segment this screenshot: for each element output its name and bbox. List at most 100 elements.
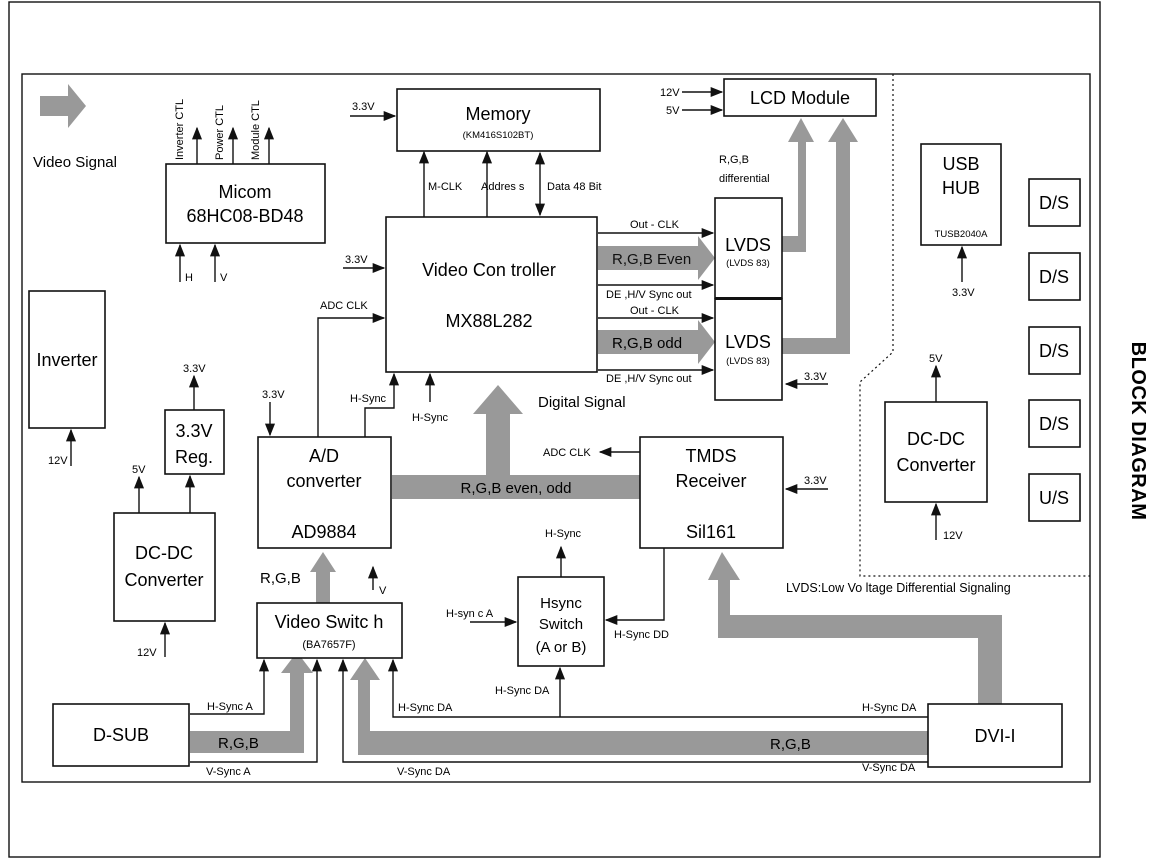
usb-supply: 3.3V <box>952 287 975 299</box>
micom-in-h: H <box>185 272 193 284</box>
lvds-top-part: (LVDS 83) <box>726 258 770 269</box>
rgb-differential-line2: differential <box>719 173 770 185</box>
memory-part: (KM416S102BT) <box>463 130 534 141</box>
lvds-bottom-bus: R,G,B odd <box>612 335 682 352</box>
video-switch-rgb: R,G,B <box>260 570 301 587</box>
rgb-even-odd-bus <box>392 475 640 499</box>
ad-line3: AD9884 <box>291 522 356 542</box>
dcdc-right-box <box>884 401 988 503</box>
hsync-switch-box <box>517 576 605 667</box>
hsync-switch-line1: Hsync <box>540 595 582 612</box>
dcdc-left-box <box>113 512 216 622</box>
lvds-top-label: LVDS <box>725 235 771 255</box>
dsub-v-sync-a: V-Sync A <box>206 766 251 778</box>
vc-h-sync-1: H-Sync <box>350 393 387 405</box>
usb-hub-line2: HUB <box>942 178 980 198</box>
lvds-bottom-box <box>714 298 783 401</box>
tmds-line2: Receiver <box>675 471 746 491</box>
v-sync-da-left: V-Sync DA <box>397 766 451 778</box>
port-label-5: U/S <box>1039 488 1069 508</box>
port-box-3 <box>1028 326 1081 375</box>
micom-out-module-ctl: Module CTL <box>250 100 262 160</box>
video-switch-box <box>256 602 403 659</box>
usb-hub-part: TUSB2040A <box>935 229 988 240</box>
ad-converter-box <box>257 436 392 549</box>
inverter-label: Inverter <box>36 350 97 370</box>
ad-line2: converter <box>286 471 361 491</box>
lvds-bottom-de: DE ,H/V Sync out <box>606 373 692 385</box>
dvi-rgb-bus <box>350 658 928 755</box>
dsub-label: D-SUB <box>93 725 149 745</box>
lvds-bottom-part: (LVDS 83) <box>726 356 770 367</box>
dsub-box <box>52 703 190 767</box>
micom-out-power-ctl: Power CTL <box>214 105 226 160</box>
rgb-even-odd-label: R,G,B even, odd <box>461 480 572 497</box>
dcdc-right-line2: Converter <box>896 455 975 475</box>
micom-part: 68HC08-BD48 <box>186 206 303 226</box>
memory-supply: 3.3V <box>352 101 375 113</box>
micom-in-v: V <box>220 272 228 284</box>
lvds-top-de: DE ,H/V Sync out <box>606 289 692 301</box>
diagram-frame <box>21 73 1091 783</box>
hsync-switch-line3: (A or B) <box>536 639 587 656</box>
dsub-rgb-bus <box>190 652 313 753</box>
digital-signal-label: Digital Signal <box>538 394 626 411</box>
port-label-1: D/S <box>1039 193 1069 213</box>
dvi-to-tmds-bus <box>708 552 1002 704</box>
dcdc-left-out: 5V <box>132 464 146 476</box>
dvi-box <box>927 703 1063 768</box>
dcdc-right-out: 5V <box>929 353 943 365</box>
rgb-differential-line1: R,G,B <box>719 154 749 166</box>
port-label-3: D/S <box>1039 341 1069 361</box>
vc-supply: 3.3V <box>345 254 368 266</box>
regulator-line2: Reg. <box>175 447 213 467</box>
lvds-bottom-label: LVDS <box>725 332 771 352</box>
video-switch-v: V <box>379 585 387 597</box>
legend-video-signal: Video Signal <box>33 154 117 171</box>
port-label-4: D/S <box>1039 414 1069 434</box>
rgb-odd-bus <box>598 320 715 364</box>
micom-box <box>165 163 326 244</box>
video-controller-box <box>385 216 598 373</box>
dcdc-left-line2: Converter <box>124 570 203 590</box>
tmds-adc-clk: ADC CLK <box>543 447 591 459</box>
video-controller-part: MX88L282 <box>445 311 532 331</box>
video-switch-label: Video Switc h <box>275 612 384 632</box>
regulator-out: 3.3V <box>183 363 206 375</box>
hsync-switch-h-sync-out: H-Sync <box>545 528 582 540</box>
inverter-box <box>28 290 106 429</box>
port-label-2: D/S <box>1039 267 1069 287</box>
port-box-4 <box>1028 399 1081 448</box>
port-box-5 <box>1028 473 1081 522</box>
h-sync-da-left: H-Sync DA <box>398 702 453 714</box>
dvi-rgb: R,G,B <box>770 736 811 753</box>
tmds-line3: Sil161 <box>686 522 736 542</box>
video-controller-label: Video Con troller <box>422 260 556 280</box>
rgb-even-bus <box>598 236 715 280</box>
memory-label: Memory <box>465 104 530 124</box>
dcdc-left-line1: DC-DC <box>135 543 193 563</box>
dvi-v-sync-da: V-Sync DA <box>862 762 916 774</box>
dcdc-right-in: 12V <box>943 530 963 542</box>
lvds-top-bus: R,G,B Even <box>612 251 691 268</box>
video-switch-part: (BA7657F) <box>302 639 355 651</box>
vc-h-sync-2: H-Sync <box>412 412 449 424</box>
usb-hub-box <box>920 143 1002 246</box>
regulator-line1: 3.3V <box>175 421 212 441</box>
memory-box <box>396 88 601 152</box>
dvi-label: DVI-I <box>974 726 1015 746</box>
ad-supply: 3.3V <box>262 389 285 401</box>
switch-to-ad-arrow <box>310 552 336 603</box>
dcdc-left-in: 12V <box>137 647 157 659</box>
tmds-receiver-box <box>639 436 784 549</box>
hsync-switch-h-sync-a: H-syn c A <box>446 608 494 620</box>
ad-line1: A/D <box>309 446 339 466</box>
lvds-bottom-supply: 3.3V <box>804 371 827 383</box>
dvi-h-sync-da: H-Sync DA <box>862 702 917 714</box>
digital-signal-up-arrow <box>473 385 523 475</box>
video-signal-legend-arrow <box>40 84 86 128</box>
lvds-top-box <box>714 197 783 299</box>
vc-adc-clk: ADC CLK <box>320 300 368 312</box>
lcd-supply-12v: 12V <box>660 87 680 99</box>
